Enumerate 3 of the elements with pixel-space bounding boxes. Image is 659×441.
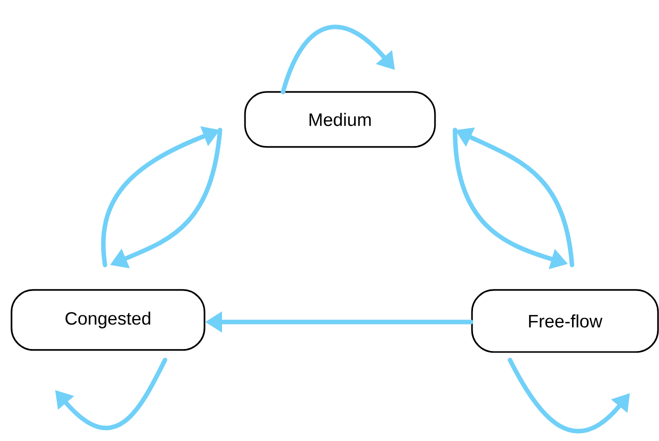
state-box: Medium bbox=[244, 91, 436, 148]
state-box: Free-flow bbox=[471, 289, 659, 353]
state-box: Congested bbox=[10, 289, 206, 351]
